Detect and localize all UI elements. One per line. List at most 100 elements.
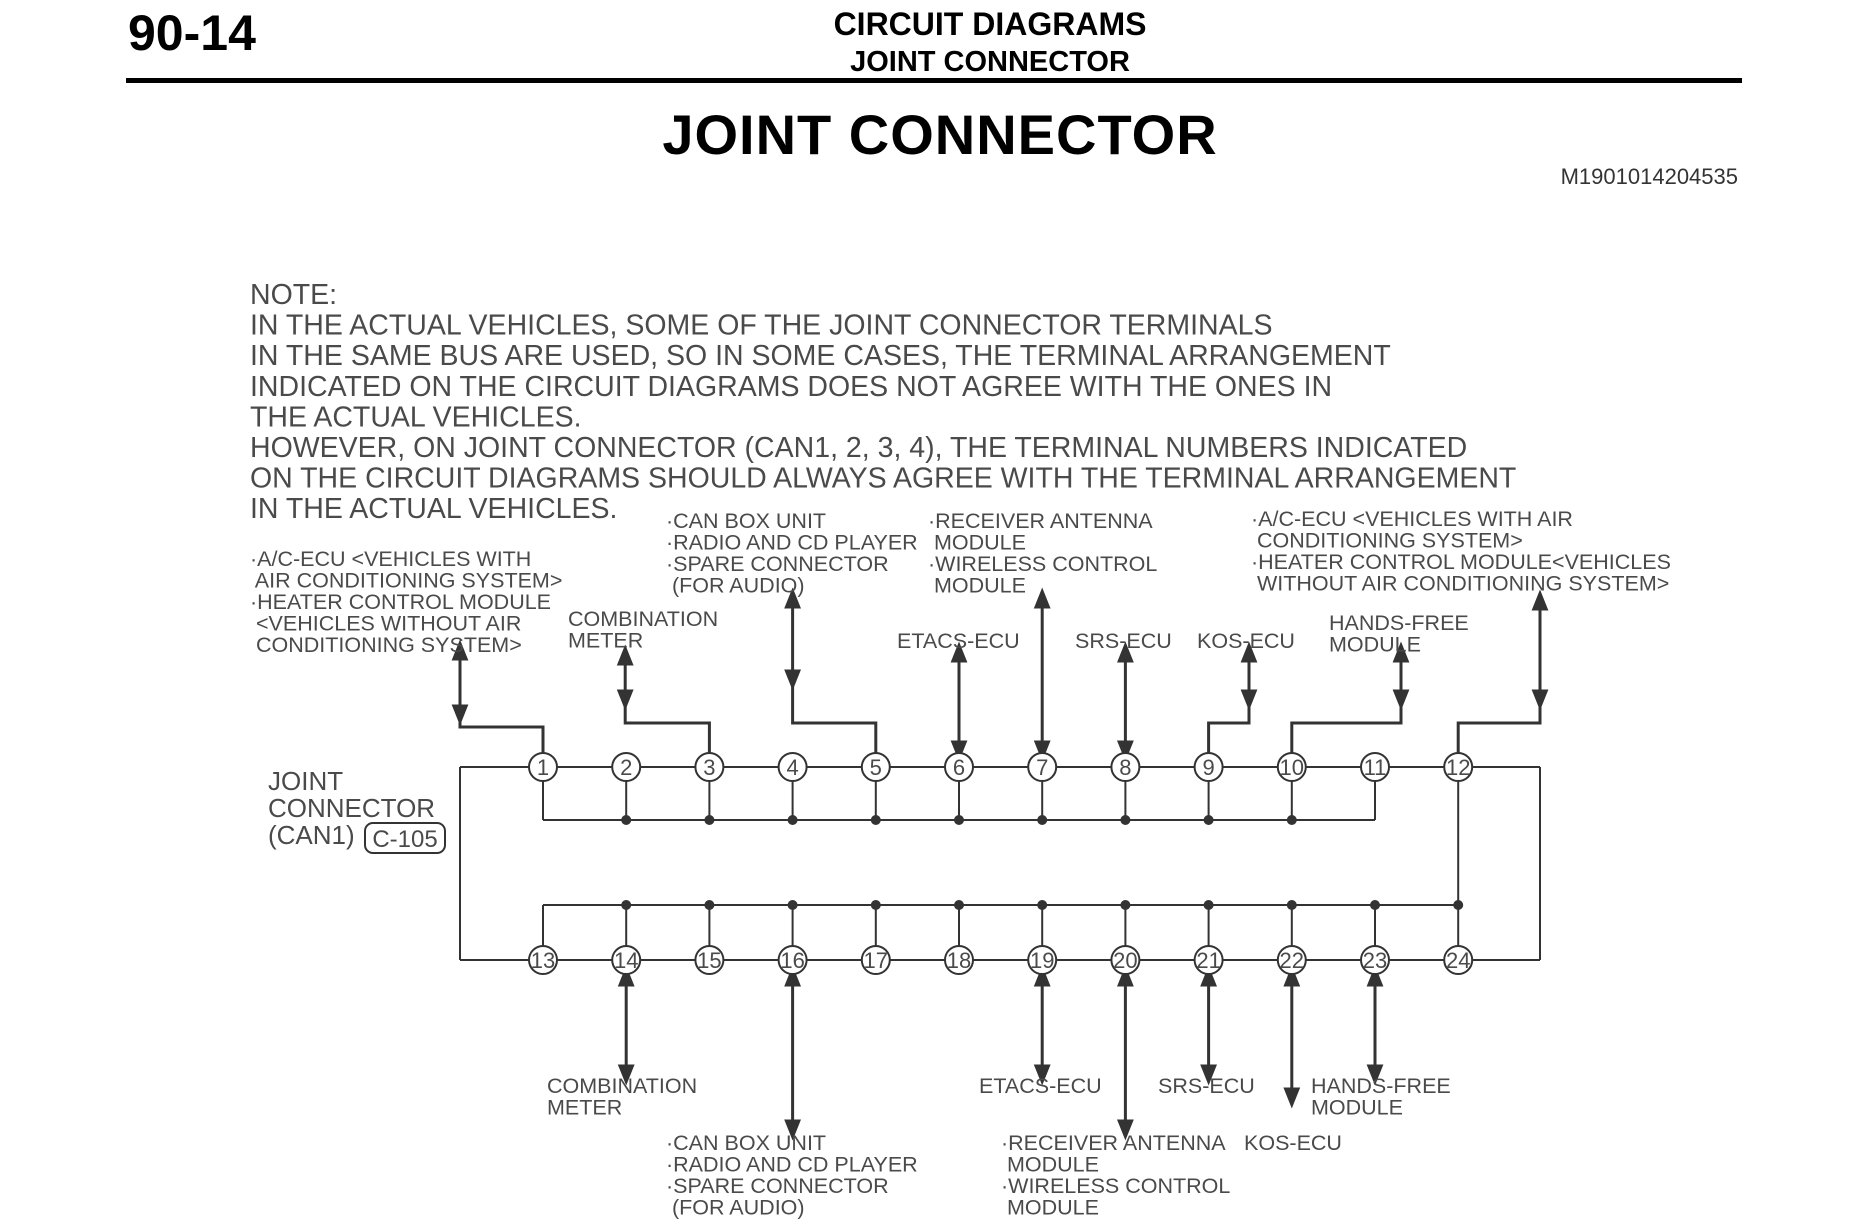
- terminal-number: 12: [1446, 755, 1470, 780]
- label-can-box: ·SPARE CONNECTOR: [666, 552, 889, 576]
- connector-label-line: (CAN1): [268, 820, 355, 850]
- lead-10: [1290, 700, 1403, 753]
- terminal-number: 22: [1280, 948, 1304, 973]
- label-etacs-ecu: ETACS-ECU: [897, 629, 1020, 653]
- note-line: THE ACTUAL VEHICLES.: [250, 401, 582, 433]
- terminal-number: 2: [620, 755, 632, 780]
- terminal-16: [777, 945, 808, 975]
- label-hands-free-bottom: MODULE: [1311, 1096, 1403, 1120]
- terminal-1: [528, 752, 558, 782]
- connector-label-line: JOINT: [268, 766, 343, 796]
- label-ac-ecu-right: WITHOUT AIR CONDITIONING SYSTEM>: [1251, 572, 1669, 596]
- terminal-number: 24: [1446, 948, 1470, 973]
- label-combination-meter-bottom: COMBINATION: [547, 1074, 697, 1098]
- terminal-number: 17: [864, 948, 888, 973]
- lead-9: [1207, 700, 1251, 753]
- splice-dot: [704, 900, 715, 910]
- terminal-7: [1027, 752, 1058, 782]
- document-id: M1901014204535: [1560, 164, 1738, 189]
- lead-12: [1456, 700, 1542, 753]
- terminal-number: 3: [703, 755, 715, 780]
- terminal-number: 7: [1036, 755, 1048, 780]
- terminal-6: [944, 752, 974, 782]
- terminal-number: 19: [1030, 948, 1054, 973]
- label-ac-ecu-right: CONDITIONING SYSTEM>: [1251, 529, 1523, 553]
- terminal-number: 10: [1280, 755, 1304, 780]
- terminal-number: 14: [614, 948, 638, 973]
- splice-dots: [621, 815, 1464, 910]
- terminal-number: 11: [1364, 755, 1387, 780]
- terminal-13: [528, 945, 558, 975]
- terminal-15: [694, 945, 725, 975]
- label-can-box-bottom: (FOR AUDIO): [666, 1196, 805, 1220]
- lead-3: [623, 700, 711, 753]
- splice-dot: [954, 815, 964, 825]
- note-line: IN THE SAME BUS ARE USED, SO IN SOME CAS…: [250, 340, 1391, 372]
- label-kos-ecu: KOS-ECU: [1197, 629, 1295, 653]
- label-ac-ecu-right: ·A/C-ECU <VEHICLES WITH AIR: [1251, 507, 1573, 531]
- note-line: NOTE:: [250, 279, 337, 311]
- subsection-title: JOINT CONNECTOR: [850, 46, 1130, 78]
- label-can-box: (FOR AUDIO): [666, 574, 805, 598]
- label-can-box: ·RADIO AND CD PLAYER: [666, 531, 918, 555]
- label-srs-ecu: SRS-ECU: [1075, 629, 1172, 653]
- terminal-17: [860, 945, 891, 975]
- terminal-24: [1443, 945, 1474, 975]
- label-receiver-antenna-bottom: ·WIRELESS CONTROL: [1001, 1174, 1230, 1198]
- lead-5: [791, 680, 878, 753]
- terminal-number: 20: [1113, 948, 1137, 973]
- terminal-8: [1110, 752, 1141, 782]
- terminal-5: [860, 752, 891, 782]
- terminal-number: 5: [870, 755, 882, 780]
- label-hands-free-bottom: HANDS-FREE: [1311, 1074, 1451, 1098]
- terminal-23: [1360, 945, 1390, 975]
- terminal-21: [1193, 945, 1224, 975]
- label-receiver-antenna: MODULE: [928, 574, 1026, 598]
- splice-dot: [1037, 900, 1048, 910]
- terminal-12: [1443, 752, 1474, 782]
- splice-dot: [704, 815, 715, 825]
- splice-dot: [870, 900, 881, 910]
- label-receiver-antenna: MODULE: [928, 531, 1026, 555]
- terminal-number: 16: [780, 948, 804, 973]
- terminal-number: 9: [1202, 755, 1214, 780]
- label-ac-ecu: CONDITIONING SYSTEM>: [250, 633, 522, 657]
- note-line: IN THE ACTUAL VEHICLES.: [250, 493, 617, 525]
- label-srs-ecu-bottom: SRS-ECU: [1158, 1074, 1255, 1098]
- terminal-number: 6: [953, 755, 965, 780]
- terminal-number: 18: [947, 948, 971, 973]
- label-can-box-bottom: ·SPARE CONNECTOR: [666, 1174, 889, 1198]
- splice-dot: [1120, 815, 1131, 825]
- header-rule: [126, 78, 1742, 83]
- terminal-22: [1276, 945, 1307, 975]
- connector-label-line: CONNECTOR: [268, 793, 435, 823]
- label-receiver-antenna-bottom: MODULE: [1001, 1153, 1099, 1177]
- terminal-20: [1110, 945, 1141, 975]
- label-ac-ecu-right: ·HEATER CONTROL MODULE<VEHICLES: [1251, 550, 1671, 574]
- terminal-number: 21: [1196, 948, 1220, 973]
- connector-code-box: [364, 822, 446, 854]
- label-ac-ecu: <VEHICLES WITHOUT AIR: [250, 612, 521, 636]
- label-etacs-ecu-bottom: ETACS-ECU: [979, 1074, 1102, 1098]
- label-hands-free: MODULE: [1329, 633, 1421, 657]
- wiring: [451, 587, 1549, 1141]
- label-ac-ecu: ·A/C-ECU <VEHICLES WITH: [250, 547, 531, 571]
- splice-dot: [1037, 815, 1048, 825]
- label-can-box-bottom: ·CAN BOX UNIT: [666, 1131, 826, 1155]
- terminal-14: [611, 945, 642, 975]
- splice-dot: [1120, 900, 1131, 910]
- label-combination-meter: METER: [568, 629, 643, 653]
- terminal-9: [1193, 752, 1224, 782]
- note-line: HOWEVER, ON JOINT CONNECTOR (CAN1, 2, 3,…: [250, 432, 1467, 464]
- label-receiver-antenna-bottom: ·RECEIVER ANTENNA: [1001, 1131, 1226, 1155]
- splice-dot: [787, 900, 798, 910]
- label-hands-free: HANDS-FREE: [1329, 611, 1469, 635]
- terminal-11: [1360, 752, 1390, 782]
- lead-1: [458, 652, 545, 753]
- label-can-box-bottom: ·RADIO AND CD PLAYER: [666, 1153, 918, 1177]
- page-title: JOINT CONNECTOR: [662, 103, 1218, 166]
